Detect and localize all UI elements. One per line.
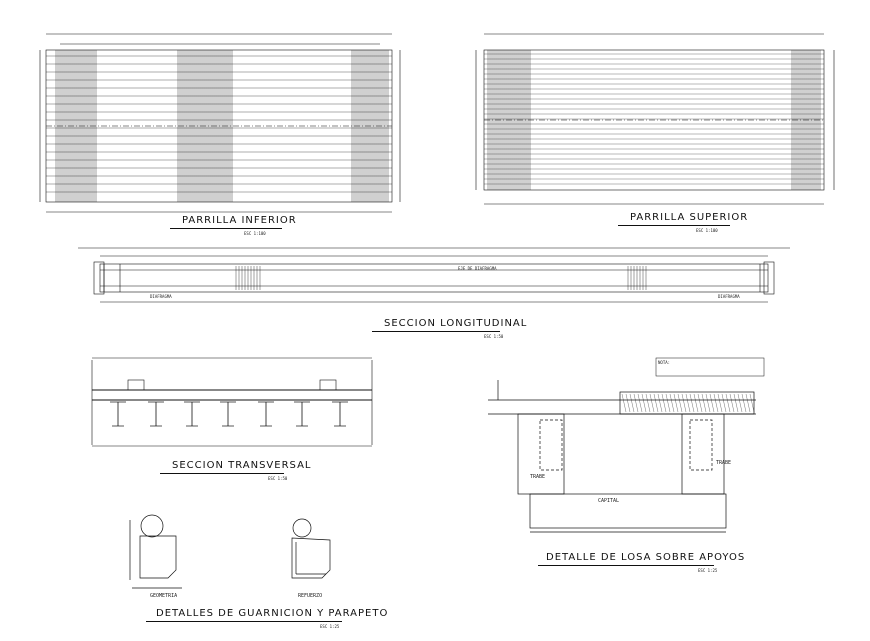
seccion-longitudinal [78, 247, 790, 303]
parapeto-right [319, 379, 337, 391]
label-refuerzo: REFUERZO [298, 593, 323, 599]
title-detalles-guarnicion: DETALLES DE GUARNICION Y PARAPETO [156, 608, 389, 619]
parrilla-inferior-plan [39, 33, 401, 213]
hatch-line [741, 393, 747, 413]
seccion-transversal [91, 357, 373, 447]
scale-parrilla-inferior: ESC 1:100 [244, 231, 266, 236]
title-underline [538, 565, 714, 566]
scale-seccion-longitudinal: ESC 1:50 [484, 334, 504, 339]
scale-detalle-losa: ESC 1:25 [698, 568, 718, 573]
seccion-transversal-trabes [110, 401, 348, 427]
hatch-line [685, 393, 691, 413]
detalle-losa-apoyos [488, 357, 765, 533]
end-support-right [763, 261, 775, 295]
hatch-line [645, 393, 651, 413]
parrilla-superior-bars [484, 50, 824, 190]
hatch-line [713, 393, 719, 413]
hatch-line [633, 393, 639, 413]
title-seccion-longitudinal: SECCION LONGITUDINAL [384, 318, 528, 329]
hatch-line [721, 393, 727, 413]
hatch-line [669, 393, 675, 413]
hatch-line [657, 393, 663, 413]
hatch-line [749, 393, 755, 413]
hatch-line [693, 393, 699, 413]
title-underline [160, 473, 284, 474]
capitel-outline [529, 493, 727, 529]
hatch-line [677, 393, 683, 413]
hatch-line [689, 393, 695, 413]
trabe-left-core [539, 419, 563, 471]
hatch-line [733, 393, 739, 413]
title-underline [618, 225, 730, 226]
hatch-line [681, 393, 687, 413]
hatch-line [709, 393, 715, 413]
hatch-line [705, 393, 711, 413]
detalle-losa-hatch [621, 393, 755, 413]
label-eje-diafragma: EJE DE DIAFRAGMA [458, 266, 497, 271]
trabe-left-outline [517, 413, 565, 495]
hatch-line [649, 393, 655, 413]
title-detalle-losa: DETALLE DE LOSA SOBRE APOYOS [546, 552, 746, 563]
hatch-line [665, 393, 671, 413]
hatch-line [745, 393, 751, 413]
hatch-line [629, 393, 635, 413]
losa-outline [99, 263, 769, 293]
label-diafragma-right: DIAFRAGMA [718, 294, 740, 299]
scale-detalles-guarnicion: ESC 1:25 [320, 624, 340, 629]
hatch-line [625, 393, 631, 413]
scale-parrilla-superior: ESC 1:100 [696, 228, 718, 233]
label-capitel: CAPITAL [598, 498, 620, 504]
hatch-line [637, 393, 643, 413]
note-box [655, 357, 765, 377]
parrilla-superior-plan [475, 33, 835, 205]
hatch-line [653, 393, 659, 413]
trabe-right-core [689, 419, 713, 471]
label-nota: NOTA: [658, 360, 671, 365]
parapeto-left [127, 379, 145, 391]
parapeto-circle [140, 514, 164, 538]
detalle-guarnicion-refuerzo [291, 518, 331, 579]
label-diafragma-left: DIAFRAGMA [150, 294, 172, 299]
parapeto-circle [292, 518, 312, 538]
trabe-right-outline [681, 413, 725, 495]
hatch-line [641, 393, 647, 413]
hatch-line [621, 393, 627, 413]
parrilla-inferior-bars [46, 50, 392, 202]
label-trabe-right: TRABE [716, 460, 732, 466]
seccion-longitudinal-stirrups [103, 264, 761, 292]
label-trabe-left: TRABE [530, 474, 546, 480]
detalle-guarnicion-geometria [129, 514, 182, 589]
guarnicion-outline [291, 537, 331, 579]
hatch-line [725, 393, 731, 413]
guarnicion-outline [139, 535, 177, 579]
scale-seccion-transversal: ESC 1:50 [268, 476, 288, 481]
end-support-left [93, 261, 105, 295]
title-seccion-transversal: SECCION TRANSVERSAL [172, 460, 312, 471]
label-geometria: GEOMETRIA [150, 593, 178, 599]
title-underline [146, 621, 342, 622]
title-parrilla-superior: PARRILLA SUPERIOR [630, 212, 749, 223]
hatch-line [701, 393, 707, 413]
title-underline [372, 331, 500, 332]
hatch-line [673, 393, 679, 413]
hatch-line [661, 393, 667, 413]
hatch-line [717, 393, 723, 413]
title-parrilla-inferior: PARRILLA INFERIOR [182, 215, 297, 226]
title-underline [170, 228, 282, 229]
hatch-line [737, 393, 743, 413]
hatch-line [729, 393, 735, 413]
hatch-line [697, 393, 703, 413]
